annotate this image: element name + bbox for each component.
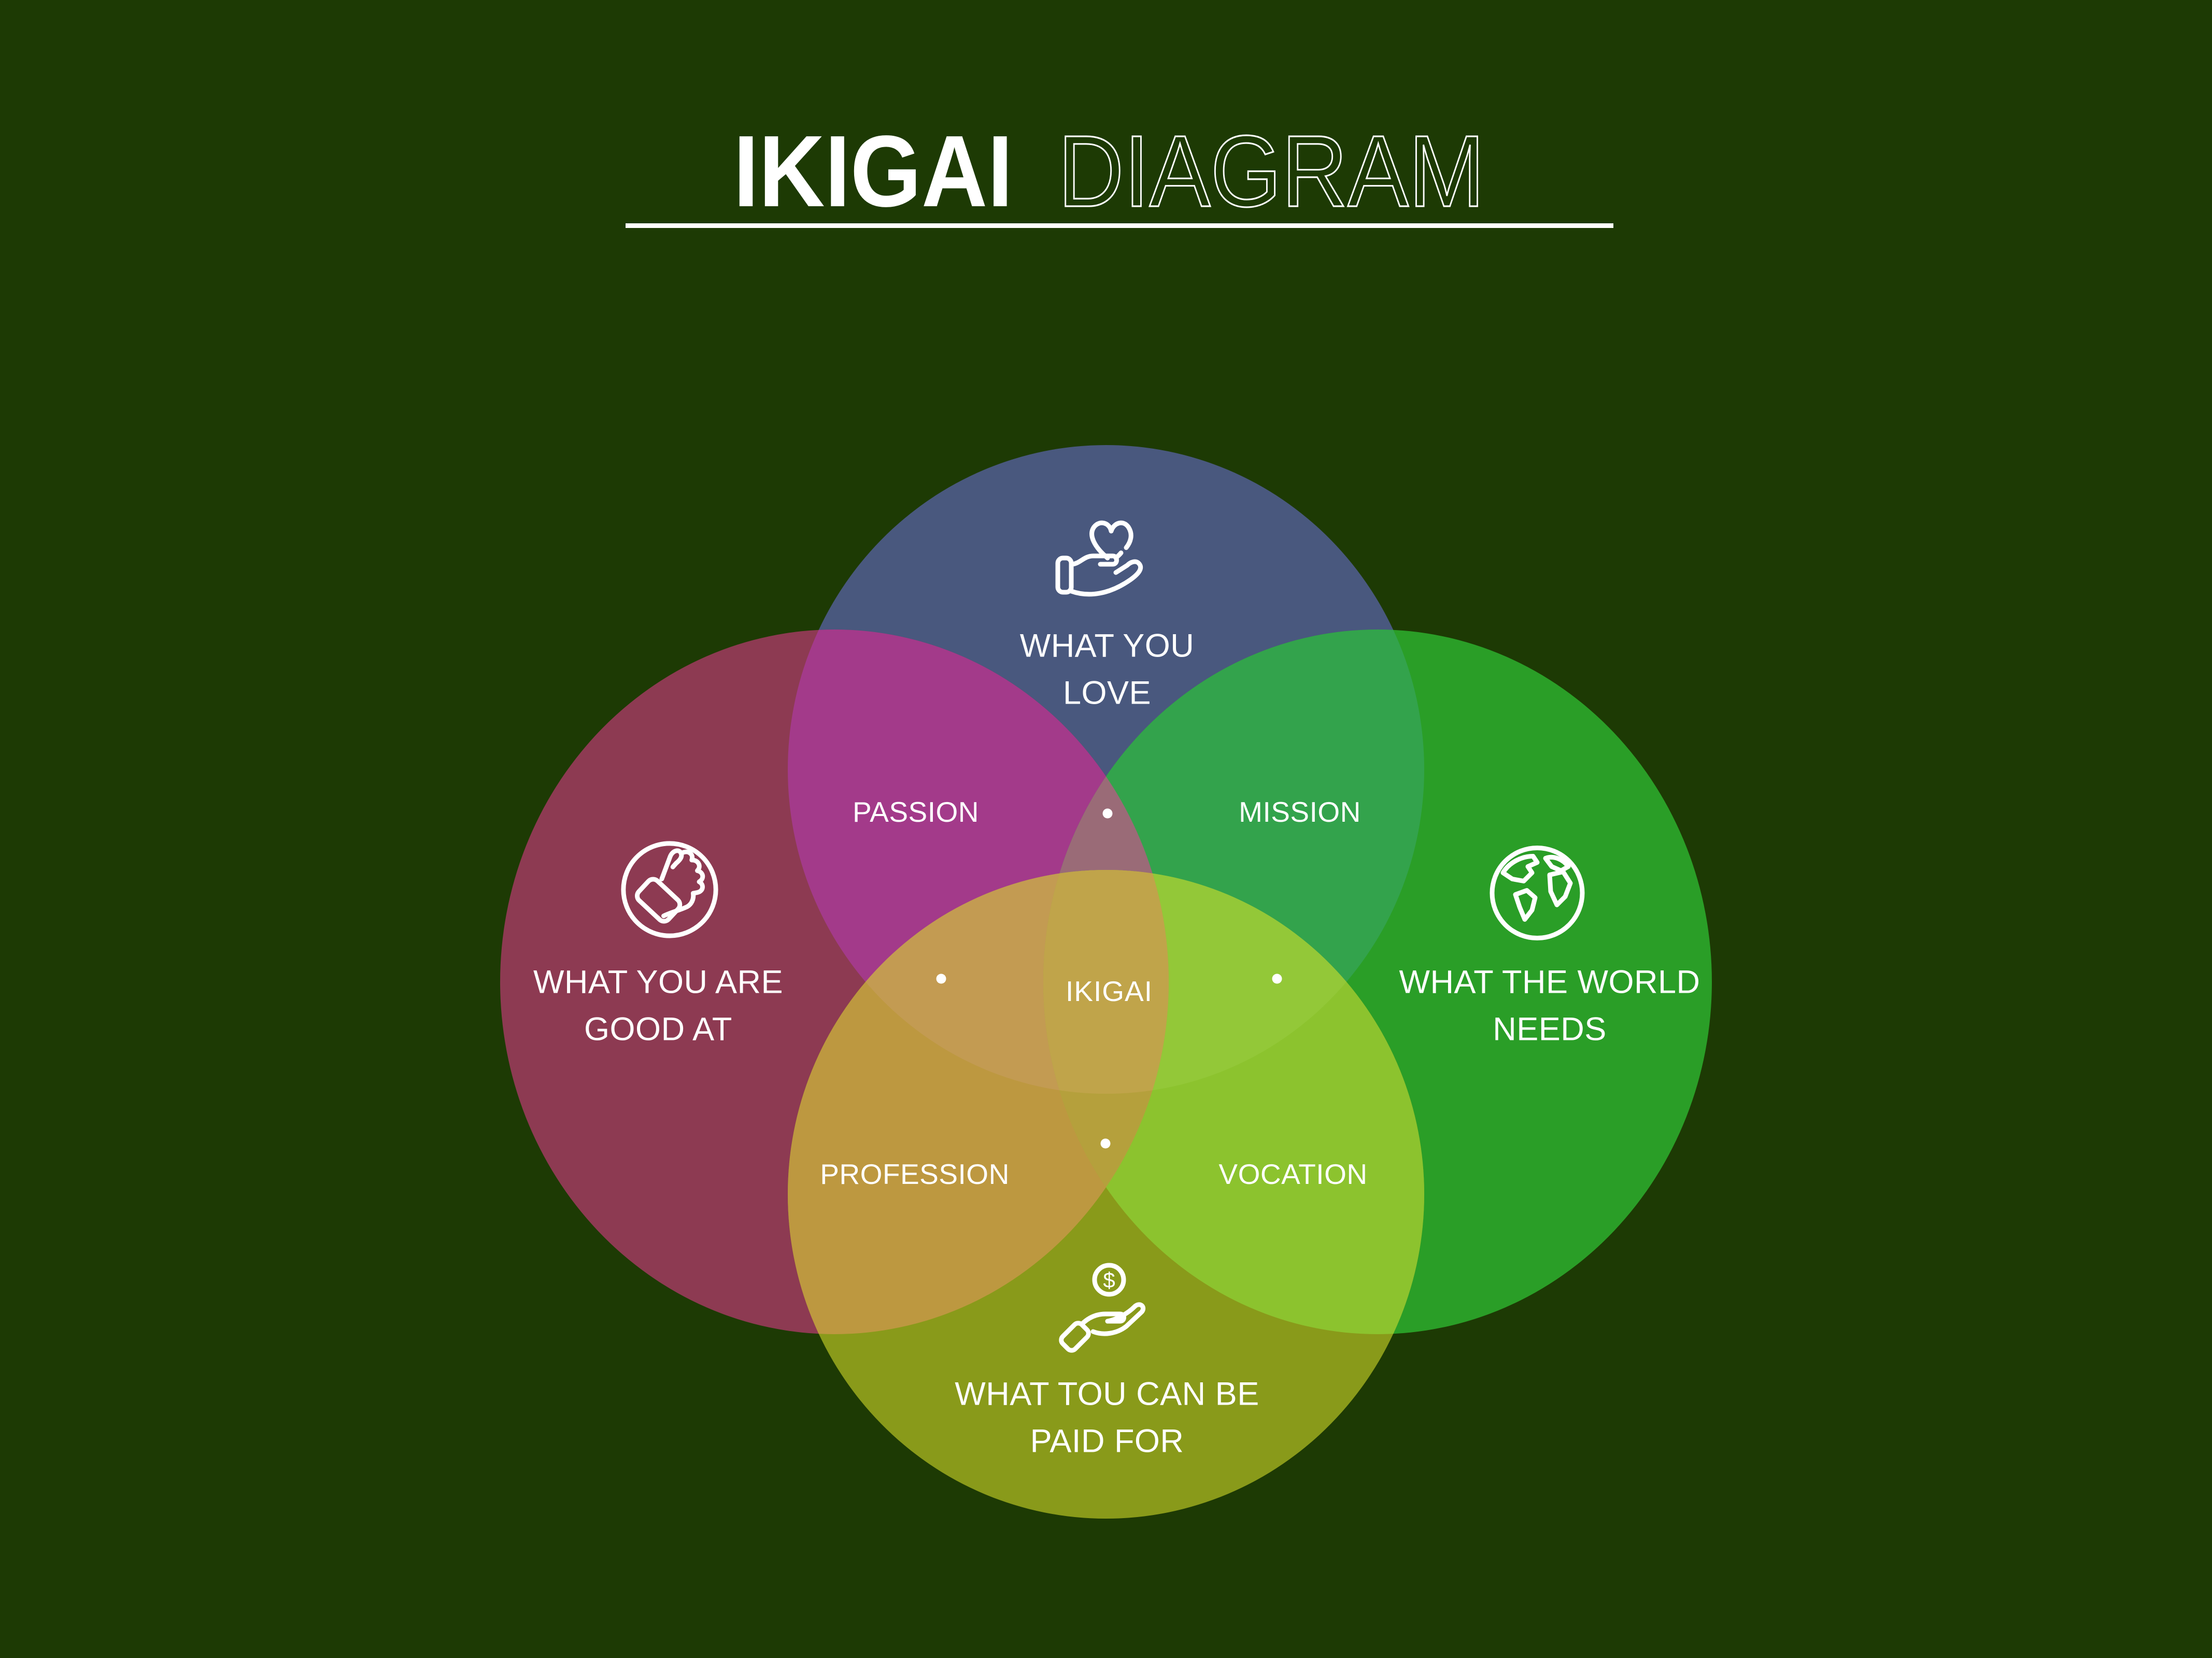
label-line: LOVE <box>1062 675 1152 711</box>
page-title: IKIGAI DIAGRAM <box>733 113 1486 228</box>
intersection-dot-right <box>1272 974 1282 984</box>
heart-in-hand-icon <box>1055 510 1158 598</box>
label-what-you-are-good-at: WHAT YOU ARE GOOD AT <box>533 959 783 1054</box>
label-vocation: VOCATION <box>1218 1158 1368 1190</box>
label-mission: MISSION <box>1239 796 1361 828</box>
intersection-dot-bottom <box>1100 1138 1111 1149</box>
label-line: NEEDS <box>1493 1011 1607 1048</box>
label-line: PAID FOR <box>1030 1423 1184 1460</box>
label-ikigai: IKIGAI <box>1066 975 1153 1007</box>
svg-text:IKIGAI DIAGRAM: IKIGAI DIAGRAM <box>733 115 1485 228</box>
label-line: WHAT YOU ARE <box>533 964 784 1000</box>
label-line: WHAT TOU CAN BE <box>955 1376 1259 1412</box>
label-what-the-world-needs: WHAT THE WORLD NEEDS <box>1399 959 1700 1054</box>
intersection-dot-left <box>936 974 946 984</box>
thumbs-up-icon <box>617 837 723 943</box>
label-line: WHAT YOU <box>1019 627 1195 664</box>
label-passion: PASSION <box>853 796 979 828</box>
title-underline <box>626 223 1613 228</box>
title-word-solid: IKIGAI <box>733 115 1013 228</box>
label-what-you-love: WHAT YOU LOVE <box>1020 623 1195 718</box>
title-word-outline: DIAGRAM <box>1058 115 1485 228</box>
label-line: GOOD AT <box>584 1011 732 1048</box>
label-what-you-can-be-paid-for: WHAT TOU CAN BE PAID FOR <box>955 1371 1259 1466</box>
svg-text:$: $ <box>1103 1268 1115 1292</box>
intersection-dot-top <box>1102 808 1113 819</box>
label-line: WHAT THE WORLD <box>1399 964 1700 1000</box>
label-profession: PROFESSION <box>820 1158 1010 1190</box>
dollar-hand-icon: $ <box>1056 1261 1159 1365</box>
globe-icon <box>1485 843 1589 944</box>
